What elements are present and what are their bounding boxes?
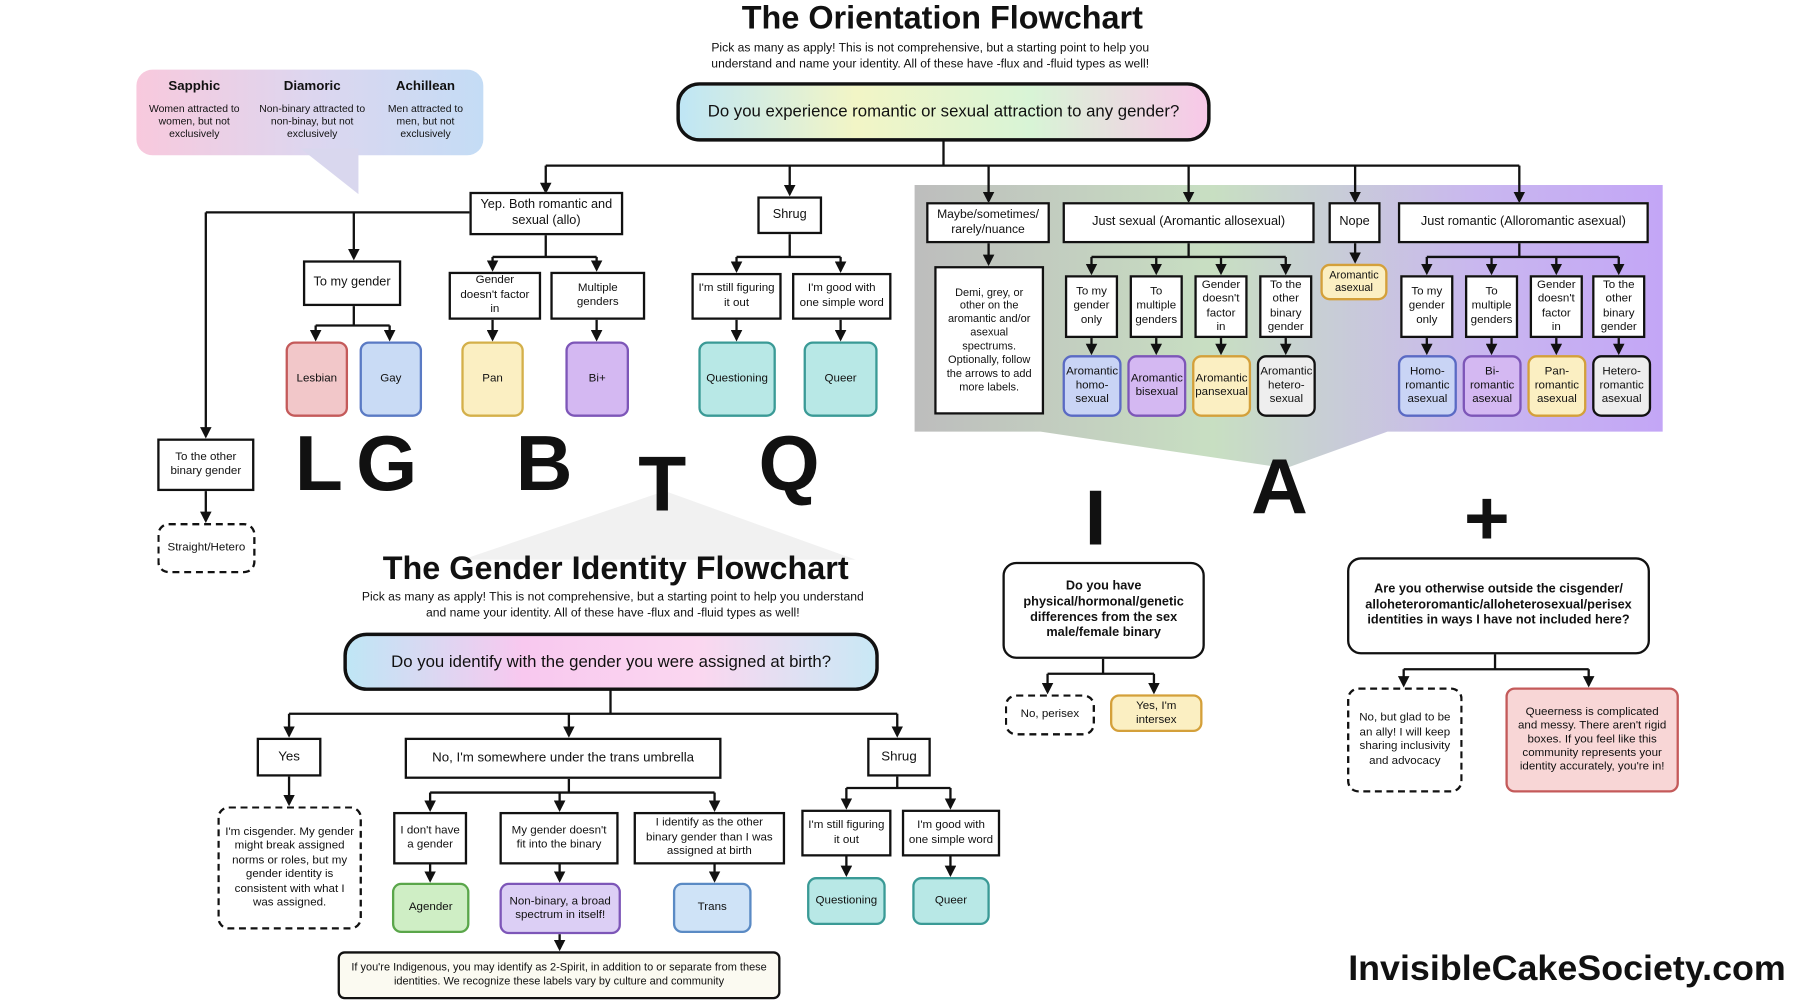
gender-doesnt-factor-node[interactable]: Gender doesn't factor in: [448, 271, 542, 320]
achillean-label: Achillean: [395, 79, 456, 94]
gender-questioning-result[interactable]: Questioning: [807, 877, 886, 926]
agender-result[interactable]: Agender: [391, 882, 470, 934]
trans-pointer: [462, 491, 856, 560]
nope-node[interactable]: Nope: [1328, 202, 1381, 244]
other-binary-node[interactable]: I identify as the other binary gender th…: [633, 811, 786, 865]
heteroromantic-ace-result[interactable]: Hetero-romantic asexual: [1592, 355, 1652, 417]
yes-node[interactable]: Yes: [256, 737, 322, 777]
pan-result[interactable]: Pan: [461, 341, 524, 417]
gender-question[interactable]: Do you identify with the gender you were…: [343, 632, 879, 691]
letter-i: I: [1084, 475, 1107, 562]
diamoric-desc: Non-binary attracted to non-binay, but n…: [259, 102, 366, 139]
ally-result[interactable]: No, but glad to be an ally! I will keep …: [1347, 687, 1463, 793]
diamoric-label: Diamoric: [283, 79, 341, 94]
ace-gender-doesnt-factor-node[interactable]: Gender doesn't factor in: [1529, 275, 1583, 339]
gender-still-figuring-node[interactable]: I'm still figuring it out: [801, 809, 892, 857]
aro-ace-result[interactable]: Aromantic asexual: [1320, 263, 1388, 301]
gender-queer-result[interactable]: Queer: [912, 877, 990, 926]
letter-plus: +: [1463, 475, 1510, 562]
intersex-result[interactable]: Yes, I'm intersex: [1110, 694, 1203, 733]
aro-gender-doesnt-factor-node[interactable]: Gender doesn't factor in: [1194, 275, 1248, 339]
plus-question[interactable]: Are you otherwise outside the cisgender/…: [1347, 557, 1650, 655]
allo-node[interactable]: Yep. Both romantic and sexual (allo): [469, 191, 624, 236]
to-other-binary-node[interactable]: To the other binary gender: [157, 438, 255, 492]
gay-result[interactable]: Gay: [359, 341, 423, 417]
biromantic-ace-result[interactable]: Bi-romantic asexual: [1462, 355, 1522, 417]
still-figuring-node[interactable]: I'm still figuring it out: [691, 272, 782, 320]
definitions-bubble: [136, 69, 484, 156]
achillean-desc: Men attracted to men, but not exclusivel…: [387, 102, 464, 139]
homoromantic-ace-result[interactable]: Homo-romantic asexual: [1397, 355, 1457, 417]
trans-result[interactable]: Trans: [672, 882, 752, 934]
two-spirit-note[interactable]: If you're Indigenous, you may identify a…: [337, 951, 781, 1000]
bi-result[interactable]: Bi+: [565, 341, 629, 417]
nonbinary-result[interactable]: Non-binary, a broad spectrum in itself!: [499, 882, 621, 935]
letter-q: Q: [758, 420, 820, 508]
good-simple-word-node[interactable]: I'm good with one simple word: [792, 272, 892, 320]
panromantic-ace-result[interactable]: Pan-romantic asexual: [1527, 355, 1587, 417]
gender-good-simple-node[interactable]: I'm good with one simple word: [901, 809, 1001, 857]
letter-t: T: [638, 440, 687, 528]
ace-multiple-node[interactable]: To multiple genders: [1464, 275, 1519, 339]
orientation-question[interactable]: Do you experience romantic or sexual att…: [676, 82, 1211, 142]
perisex-result[interactable]: No, perisex: [1004, 694, 1095, 736]
to-my-gender-node[interactable]: To my gender: [302, 260, 402, 307]
just-sexual-node[interactable]: Just sexual (Aromantic allosexual): [1062, 202, 1315, 244]
multiple-genders-node[interactable]: Multiple genders: [550, 271, 646, 320]
aro-pansexual-result[interactable]: Aromantic pansexual: [1192, 355, 1252, 417]
ace-other-binary-node[interactable]: To the other binary gender: [1592, 275, 1646, 339]
not-binary-node[interactable]: My gender doesn't fit into the binary: [499, 811, 619, 865]
aro-homosexual-result[interactable]: Aromantic homo-sexual: [1062, 355, 1122, 417]
orientation-title: The Orientation Flowchart: [741, 0, 1143, 36]
no-gender-node[interactable]: I don't have a gender: [393, 811, 468, 865]
lesbian-result[interactable]: Lesbian: [285, 341, 349, 417]
aro-bisexual-result[interactable]: Aromantic bisexual: [1127, 355, 1187, 417]
trans-umbrella-node[interactable]: No, I'm somewhere under the trans umbrel…: [404, 737, 722, 779]
gender-title: The Gender Identity Flowchart: [382, 550, 849, 586]
orientation-subtitle: Pick as many as apply! This is not compr…: [711, 41, 1150, 72]
sapphic-label: Sapphic: [168, 79, 221, 94]
queer-result[interactable]: Queer: [803, 341, 878, 417]
gender-shrug-node[interactable]: Shrug: [867, 737, 931, 777]
ace-to-my-gender-node[interactable]: To my gender only: [1400, 275, 1454, 339]
aro-multiple-node[interactable]: To multiple genders: [1129, 275, 1183, 339]
letter-a: A: [1251, 443, 1308, 530]
gender-subtitle: Pick as many as apply! This is not compr…: [361, 590, 864, 621]
aro-heterosexual-result[interactable]: Aromantic hetero-sexual: [1256, 355, 1316, 417]
aro-to-my-gender-node[interactable]: To my gender only: [1064, 275, 1119, 339]
site-url[interactable]: InvisibleCakeSociety.com: [1348, 947, 1786, 988]
straight-result[interactable]: Straight/Hetero: [157, 523, 256, 574]
intersex-question[interactable]: Do you have physical/hormonal/genetic di…: [1002, 561, 1205, 659]
cisgender-result[interactable]: I'm cisgender. My gender might break ass…: [217, 806, 362, 930]
bubble-tail: [300, 148, 359, 195]
letter-b: B: [515, 420, 573, 508]
questioning-result[interactable]: Questioning: [698, 341, 776, 417]
aro-other-binary-node[interactable]: To the other binary gender: [1259, 275, 1313, 339]
sapphic-desc: Women attracted to women, but not exclus…: [148, 102, 240, 139]
shrug-node[interactable]: Shrug: [757, 196, 823, 235]
just-romantic-node[interactable]: Just romantic (Alloromantic asexual): [1397, 202, 1649, 244]
maybe-node[interactable]: Maybe/sometimes/ rarely/nuance: [926, 202, 1050, 244]
queerness-result[interactable]: Queerness is complicated and messy. Ther…: [1505, 687, 1679, 793]
letter-l: L: [294, 420, 343, 508]
letter-g: G: [356, 420, 418, 508]
demi-grey-node[interactable]: Demi, grey, or other on the aromantic an…: [934, 266, 1045, 415]
